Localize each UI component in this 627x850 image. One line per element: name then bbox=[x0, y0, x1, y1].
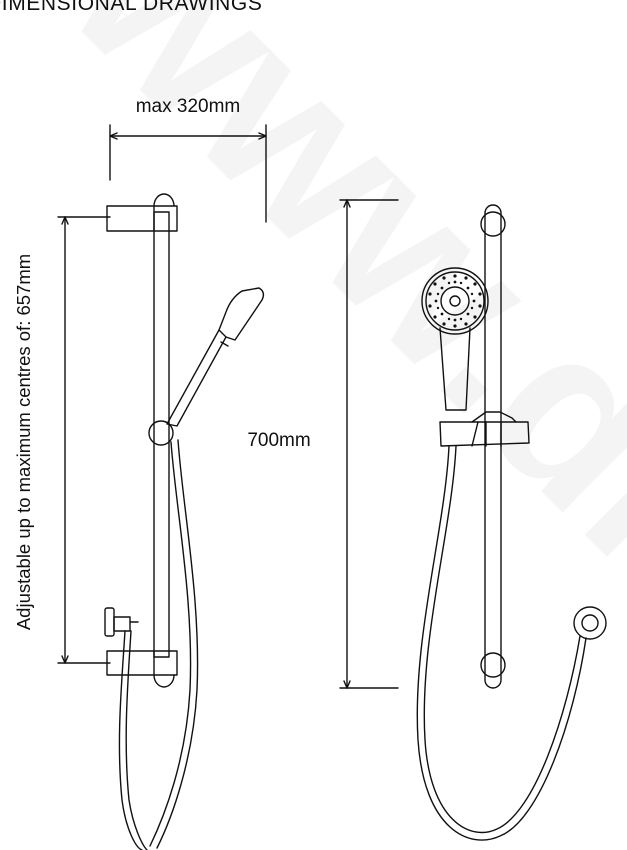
handset-side bbox=[166, 287, 265, 427]
rail-side bbox=[153, 211, 170, 658]
side-view-shower-kit bbox=[57, 124, 267, 850]
page-title: DIMENSIONAL DRAWINGS bbox=[0, 0, 263, 15]
max-width-label: max 320mm bbox=[136, 96, 241, 117]
top-wall-bracket-side bbox=[106, 193, 178, 232]
rail-height-label: 700mm bbox=[247, 430, 310, 451]
bottom-bracket-front bbox=[480, 652, 506, 678]
bottom-wall-bracket-side bbox=[106, 650, 178, 688]
adjustable-centres-dimension-line bbox=[57, 216, 111, 664]
wall-outlet-front bbox=[573, 606, 607, 640]
adjustable-centres-label: Adjustable up to maximum centres of: 657… bbox=[13, 254, 34, 630]
slider-knob-side bbox=[148, 420, 174, 446]
front-view-shower-kit bbox=[339, 199, 607, 841]
top-bracket-front bbox=[480, 211, 506, 237]
spray-nozzles bbox=[428, 274, 482, 328]
max-width-dimension-line bbox=[109, 124, 267, 223]
slider-holder-front bbox=[439, 411, 530, 447]
wall-outlet-elbow-side bbox=[104, 607, 139, 637]
handset-head-front bbox=[421, 267, 489, 335]
rail-height-dimension-line bbox=[339, 199, 399, 689]
shower-hose-side bbox=[118, 439, 199, 850]
shower-hose-front bbox=[416, 445, 587, 841]
handset-handle-front bbox=[439, 327, 471, 411]
